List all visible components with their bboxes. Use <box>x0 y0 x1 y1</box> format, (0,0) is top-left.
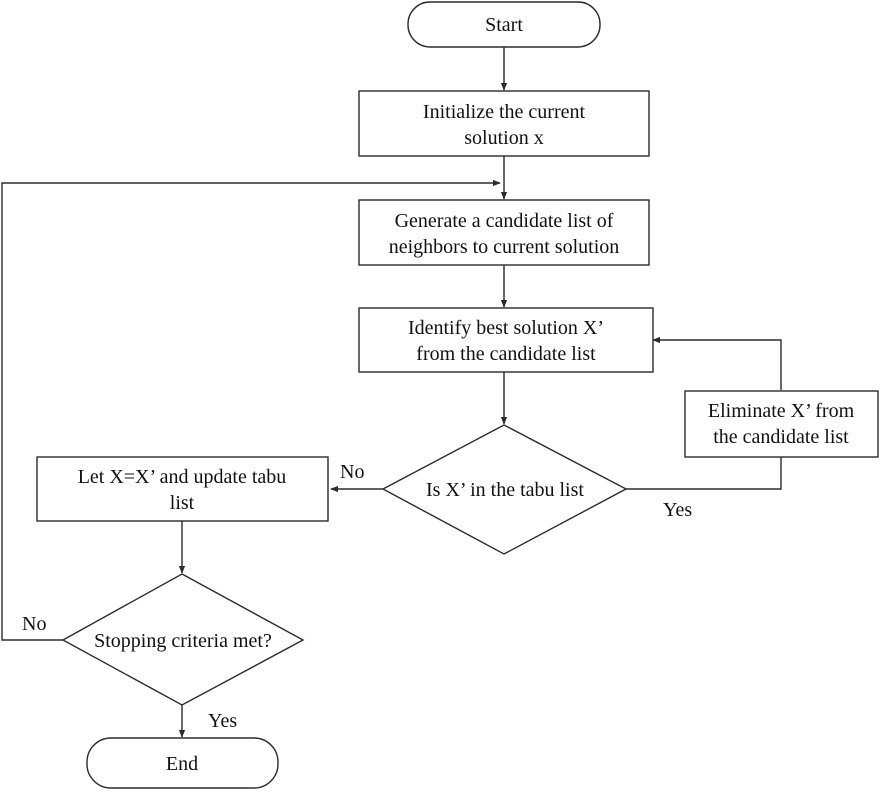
eliminate-node: Eliminate X’ from the candidate list <box>684 390 879 458</box>
start-node: Start <box>407 1 601 48</box>
generate-label-line1: Generate a candidate list of <box>395 210 614 232</box>
stop-check-decision-diamond <box>61 573 305 706</box>
update-process-box <box>36 456 329 522</box>
update-label-line2: list <box>170 492 195 514</box>
generate-node: Generate a candidate list of neighbors t… <box>358 199 650 266</box>
init-node: Initialize the current solution x <box>358 90 650 157</box>
end-terminator <box>86 737 279 789</box>
identify-process-box <box>358 307 654 373</box>
start-terminator <box>407 1 601 48</box>
init-label-line2: solution x <box>464 127 543 149</box>
init-label-line1: Initialize the current <box>423 101 586 123</box>
identify-label-line1: Identify best solution X’ <box>408 317 604 339</box>
identify-node: Identify best solution X’ from the candi… <box>358 307 654 373</box>
generate-label-line2: neighbors to current solution <box>389 236 620 258</box>
stop-check-label: Stopping criteria met? <box>94 630 272 652</box>
tabu-check-node: Is X’ in the tabu list <box>381 424 628 555</box>
eliminate-process-box <box>684 390 879 458</box>
tabu-check-label: Is X’ in the tabu list <box>426 479 584 501</box>
eliminate-label-line2: the candidate list <box>713 426 849 448</box>
tabu-yes-label: Yes <box>663 499 692 521</box>
end-label: End <box>166 753 198 775</box>
identify-label-line2: from the candidate list <box>416 343 596 365</box>
update-node: Let X=X’ and update tabu list <box>36 456 329 522</box>
end-node: End <box>86 737 279 789</box>
eliminate-label-line1: Eliminate X’ from <box>708 400 855 422</box>
update-label-line1: Let X=X’ and update tabu <box>78 466 287 488</box>
tabu-check-decision-diamond <box>381 424 628 555</box>
stop-yes-label: Yes <box>208 710 237 732</box>
stop-check-node: Stopping criteria met? <box>61 573 305 706</box>
edge-tabu-yes-to-eliminate <box>626 457 782 490</box>
tabu-no-label: No <box>340 461 364 483</box>
stop-no-label: No <box>22 613 46 635</box>
start-label: Start <box>485 14 523 36</box>
init-process-box <box>358 90 650 157</box>
edge-eliminate-to-identify <box>652 336 782 390</box>
generate-process-box <box>358 199 650 266</box>
edge-stop-no-loop-back <box>1 179 501 641</box>
